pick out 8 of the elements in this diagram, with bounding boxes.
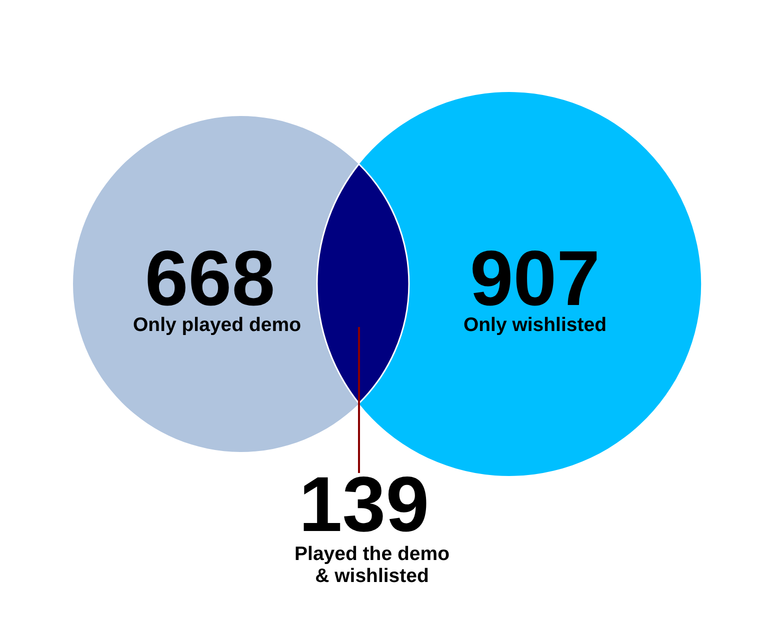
intersection-region (317, 164, 409, 404)
category-label: Played the demo & wishlisted (294, 543, 450, 588)
count-number: 668 (144, 247, 276, 310)
count-number: 139 (298, 473, 430, 536)
leader-line (358, 327, 360, 473)
count-number: 907 (470, 247, 600, 310)
category-label: Only wishlisted (463, 314, 606, 336)
category-label: Only played demo (133, 314, 301, 336)
